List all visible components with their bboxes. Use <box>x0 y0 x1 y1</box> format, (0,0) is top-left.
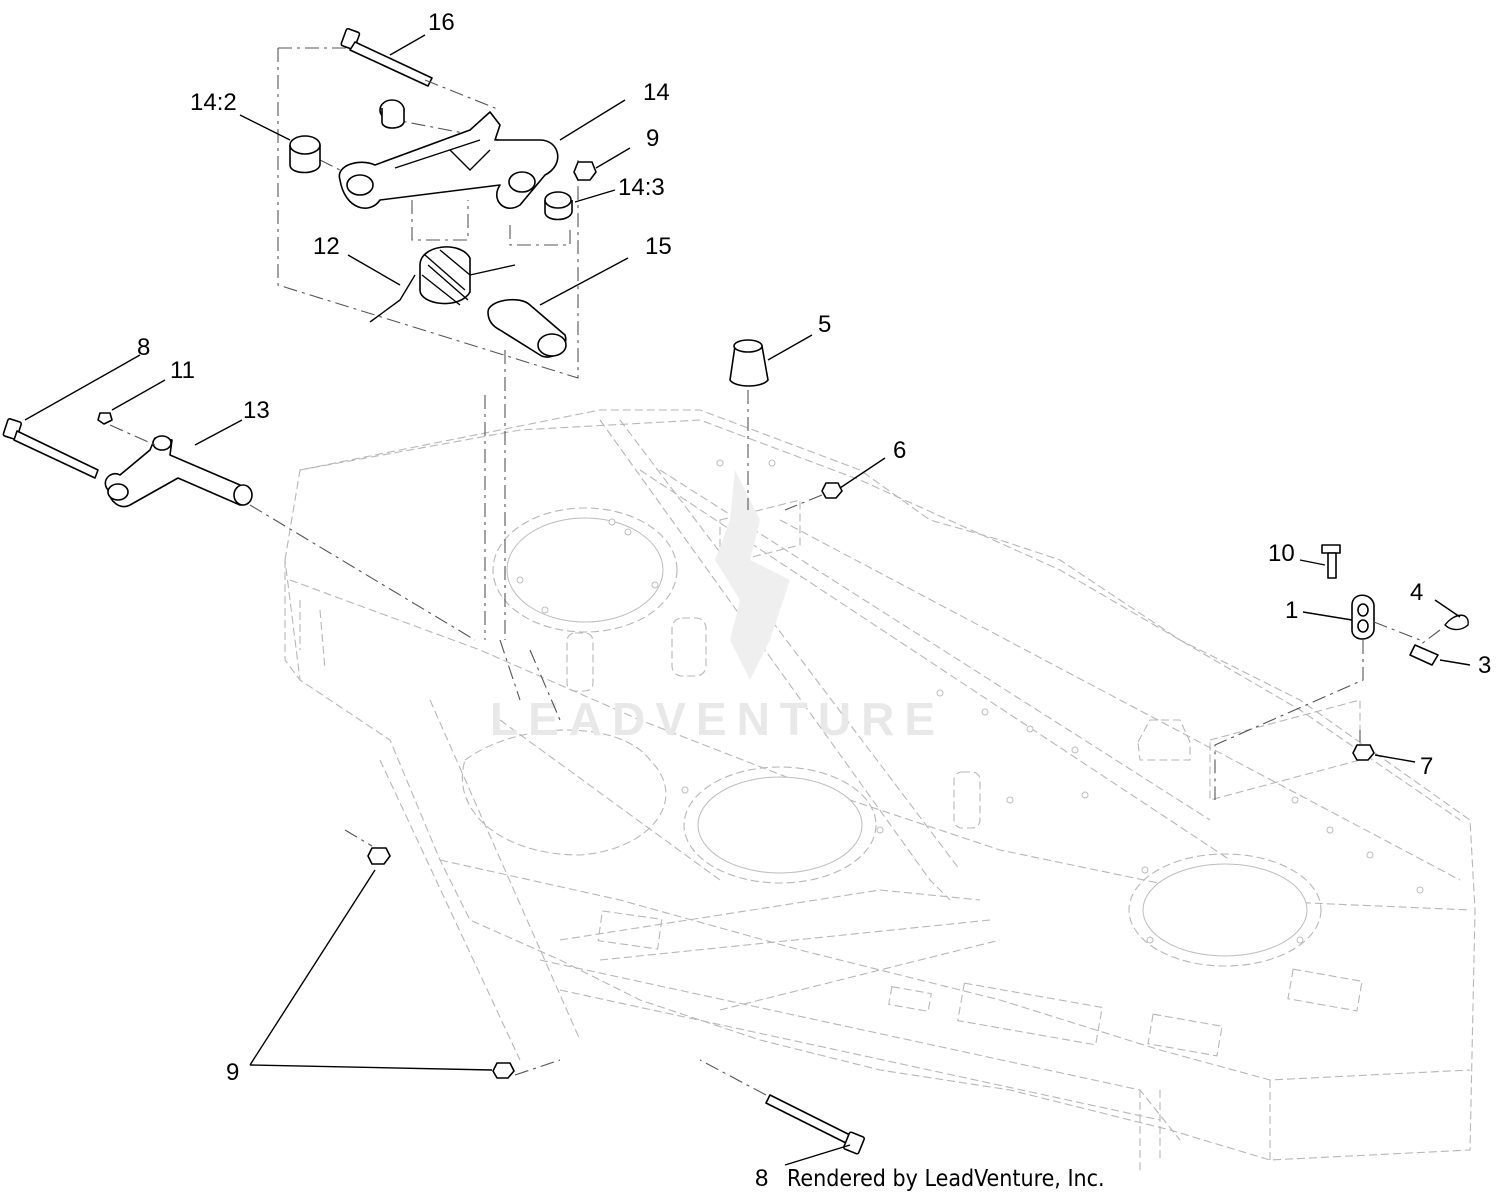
callout-14-3: 14:3 <box>618 174 665 201</box>
part-14-2-bushing <box>289 135 321 174</box>
part-13-pivot-arm <box>104 435 253 508</box>
callout-7: 7 <box>1420 753 1433 780</box>
watermark-text: LEADVENTURE <box>490 693 945 745</box>
part-8-bolt-bottom <box>765 1094 865 1155</box>
part-16-bolt <box>340 27 433 87</box>
callout-13: 13 <box>243 397 270 424</box>
callout-14-2: 14:2 <box>190 89 237 116</box>
callout-9-bottom: 9 <box>226 1059 239 1086</box>
callout-8-bottom: 8 <box>755 1165 768 1192</box>
callout-8-left: 8 <box>137 334 150 361</box>
part-8-bolt-left <box>2 418 99 479</box>
idler-assembly-boundary <box>277 47 579 640</box>
callouts: 16 14:2 14 9 14:3 12 15 5 8 11 13 6 10 4… <box>137 9 1491 1192</box>
leader-lines <box>24 34 1471 1166</box>
callout-11: 11 <box>170 357 195 384</box>
part-7-nut <box>1352 730 1375 761</box>
callout-6: 6 <box>893 437 906 464</box>
part-6-nut <box>784 482 843 511</box>
credit-text: Rendered by LeadVenture, Inc. <box>787 1166 1105 1192</box>
callout-12: 12 <box>313 233 340 260</box>
callout-5: 5 <box>818 311 831 338</box>
part-15-sleeve <box>487 298 567 358</box>
part-14-3-bushing <box>544 191 573 221</box>
part-14-idler-arm <box>338 111 559 209</box>
part-14-spacer <box>379 99 405 129</box>
part-1-link <box>1214 594 1421 800</box>
explode-paths <box>109 79 767 1096</box>
part-10-pin <box>1321 544 1341 579</box>
part-9-nut-bottom <box>492 1059 561 1079</box>
callout-9-top: 9 <box>646 125 659 152</box>
callout-1: 1 <box>1285 597 1298 624</box>
callout-14: 14 <box>643 79 670 106</box>
callout-15: 15 <box>645 233 672 260</box>
callout-10: 10 <box>1268 540 1295 567</box>
callout-3: 3 <box>1478 652 1491 679</box>
callout-4: 4 <box>1410 579 1423 606</box>
mower-deck-outline <box>284 409 1476 1170</box>
callout-16: 16 <box>428 9 455 36</box>
part-9-nut-left <box>344 829 391 865</box>
watermark: LEADVENTURE <box>490 470 945 745</box>
part-5-cap <box>729 339 769 510</box>
part-12-spring <box>369 246 516 323</box>
part-3-pin <box>1409 644 1439 666</box>
part-9-nut-top <box>573 161 597 181</box>
part-4-clip <box>1419 614 1469 646</box>
part-11-fitting <box>97 412 113 425</box>
